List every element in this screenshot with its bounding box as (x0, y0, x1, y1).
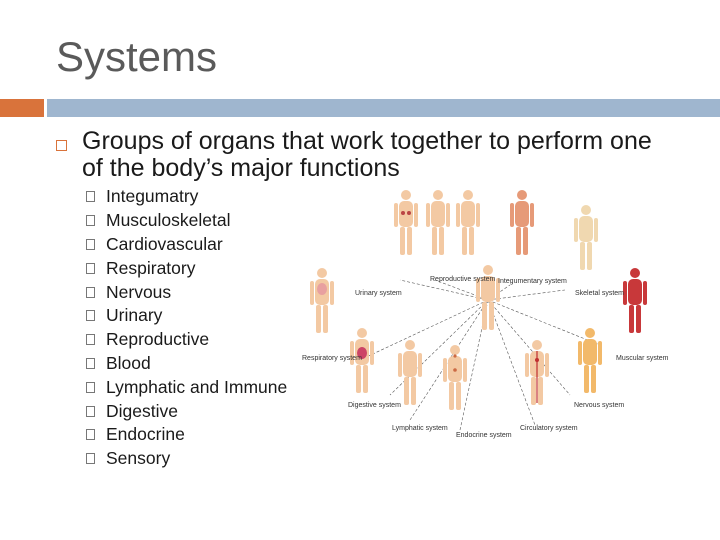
label-reproductive: Reproductive system (430, 276, 496, 283)
list-item-label: Reproductive (106, 329, 210, 350)
bullet-box-icon (86, 334, 95, 346)
bullet-box-icon (86, 238, 95, 250)
list-item-label: Respiratory (106, 257, 196, 278)
list-item-label: Urinary (106, 305, 163, 326)
bullet-box-icon (86, 286, 95, 298)
list-item: Urinary (86, 304, 287, 328)
label-urinary: Urinary system (355, 290, 402, 297)
list-item: Musculoskeletal (86, 209, 287, 233)
label-endocrine: Endocrine system (456, 432, 512, 439)
accent-bar-blue (47, 99, 720, 117)
bullet-box-icon (86, 381, 95, 393)
list-item: Cardiovascular (86, 233, 287, 257)
list-item-label: Blood (106, 352, 151, 373)
list-item: Digestive (86, 399, 287, 423)
bullet-square-icon (56, 140, 67, 151)
body-systems-svg: Urinary system Reproductive system Integ… (302, 190, 669, 439)
label-digestive: Digestive system (348, 402, 401, 409)
label-muscular: Muscular system (616, 355, 669, 362)
list-item-label: Sensory (106, 448, 171, 469)
sub-bullet-list: Integumatry Musculoskeletal Cardiovascul… (86, 185, 287, 471)
label-lymphatic: Lymphatic system (392, 425, 448, 432)
label-respiratory: Respiratory system (302, 355, 362, 362)
list-item: Sensory (86, 447, 287, 471)
list-item: Nervous (86, 280, 287, 304)
list-item-label: Integumatry (106, 186, 199, 207)
list-item-label: Musculoskeletal (106, 210, 231, 231)
list-item-label: Lymphatic and Immune (106, 376, 288, 397)
bullet-box-icon (86, 262, 95, 274)
label-skeletal: Skeletal system (575, 290, 624, 297)
list-item-label: Cardiovascular (106, 233, 223, 254)
list-item: Endocrine (86, 423, 287, 447)
list-item: Reproductive (86, 328, 287, 352)
bullet-box-icon (86, 191, 95, 203)
body-figures (310, 190, 647, 410)
list-item-label: Nervous (106, 281, 172, 302)
bullet-box-icon (86, 453, 95, 465)
list-item: Respiratory (86, 256, 287, 280)
bullet-box-icon (86, 357, 95, 369)
label-integumentary: Integumentary system (498, 278, 567, 285)
slide-title: Systems (56, 33, 218, 80)
list-item: Lymphatic and Immune (86, 375, 287, 399)
accent-bar-orange (0, 99, 44, 117)
list-item: Integumatry (86, 185, 287, 209)
list-item-label: Digestive (106, 400, 178, 421)
list-item-label: Endocrine (106, 424, 185, 445)
system-labels: Urinary system Reproductive system Integ… (302, 276, 669, 439)
bullet-box-icon (86, 215, 95, 227)
body-systems-illustration: Urinary system Reproductive system Integ… (300, 185, 720, 455)
label-nervous: Nervous system (574, 402, 624, 409)
bullet-box-icon (86, 310, 95, 322)
bullet-box-icon (86, 429, 95, 441)
main-bullet-text: Groups of organs that work together to p… (82, 127, 652, 182)
list-item: Blood (86, 352, 287, 376)
label-circulatory: Circulatory system (520, 425, 578, 432)
bullet-box-icon (86, 405, 95, 417)
